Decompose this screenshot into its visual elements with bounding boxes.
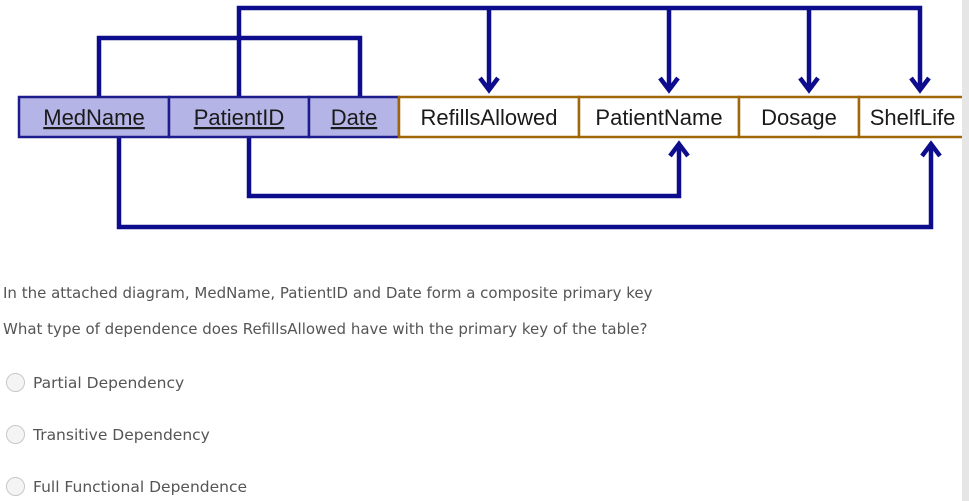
answer-option-partial[interactable]: Partial Dependency	[6, 373, 184, 392]
answer-option-transitive[interactable]: Transitive Dependency	[6, 425, 210, 444]
arrow-head-down	[798, 76, 820, 94]
dependency-diagram: MedName PatientID Date RefillsAllowed Patien…	[17, 5, 962, 230]
radio-button[interactable]	[6, 477, 25, 496]
key-bracket-line	[96, 35, 363, 97]
question-prompt: What type of dependence does RefillsAllo…	[3, 320, 648, 338]
column-label-shelflife: ShelfLife	[870, 105, 956, 130]
arrow-head-down	[909, 76, 931, 94]
arrow-head-up	[920, 140, 942, 158]
answer-option-full[interactable]: Full Functional Dependence	[6, 477, 247, 496]
radio-button[interactable]	[6, 373, 25, 392]
table-header-cells: MedName PatientID Date RefillsAllowed Patien…	[17, 95, 962, 139]
column-label-medname: MedName	[43, 105, 144, 130]
cell-patientid	[167, 95, 311, 139]
question-intro: In the attached diagram, MedName, Patien…	[3, 284, 653, 302]
partial-dependency-line	[246, 137, 682, 199]
column-label-dosage: Dosage	[761, 105, 837, 130]
option-label: Full Functional Dependence	[33, 477, 248, 496]
arrow-head-down	[478, 76, 500, 94]
scrollbar[interactable]	[962, 0, 969, 501]
column-label-refillsallowed: RefillsAllowed	[421, 105, 558, 130]
radio-button[interactable]	[6, 425, 25, 444]
arrow-head-down	[658, 76, 680, 94]
option-label: Transitive Dependency	[33, 425, 210, 444]
partial-dependency-line	[116, 137, 934, 230]
cell-patientname	[577, 95, 741, 139]
option-label: Partial Dependency	[33, 373, 185, 392]
arrow-head-up	[668, 140, 690, 158]
full-dependency-line	[236, 5, 923, 97]
cell-dosage	[737, 95, 861, 139]
cell-shelflife	[857, 95, 962, 139]
column-label-date: Date	[331, 105, 377, 130]
dependency-arrows	[96, 5, 942, 230]
column-label-patientid: PatientID	[194, 105, 285, 130]
column-label-patientname: PatientName	[595, 105, 722, 130]
cell-refillsallowed	[397, 95, 581, 139]
